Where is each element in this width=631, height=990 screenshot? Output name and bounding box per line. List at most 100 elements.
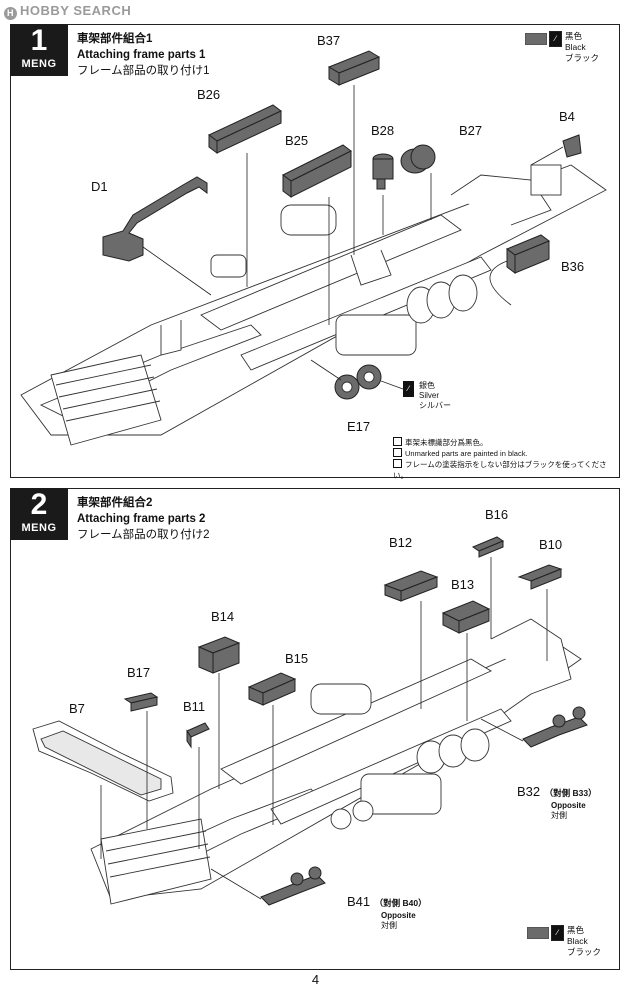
note-en: Unmarked parts are painted in black. <box>405 449 528 458</box>
part-b41-shape <box>260 866 326 906</box>
legend-en: Black <box>567 936 588 946</box>
chassis-frame-1 <box>20 164 607 446</box>
b32-opposite-en: Opposite <box>551 801 586 810</box>
b41-opposite-part: B40 <box>402 898 419 908</box>
step-1-number: 1 <box>30 24 48 57</box>
part-b15-shape <box>247 672 297 706</box>
b32-opposite-part: B33 <box>572 788 589 798</box>
part-e17-shape <box>334 364 382 400</box>
step-1-title-zh: 車架部件組合1 <box>77 33 153 45</box>
step-2-color-legend: ∕ 黑色 Black ブラック <box>527 925 617 961</box>
step-1-title: 車架部件組合1 Attaching frame parts 1 フレーム部品の取… <box>77 31 210 79</box>
step-2-number: 2 <box>30 488 48 521</box>
silver-zh: 銀色 <box>419 381 435 390</box>
note-zh: 車架未標識部分爲黑色。 <box>405 438 488 447</box>
b32-paren-open: （ <box>544 788 554 798</box>
part-b13-shape <box>441 600 491 634</box>
legend-zh: 黑色 <box>565 31 583 41</box>
step-2-brand-logo: MENG <box>21 522 57 534</box>
part-label-b11: B11 <box>183 699 206 714</box>
part-label-b13: B13 <box>451 577 475 592</box>
step-1-badge: 1 MENG <box>10 24 68 76</box>
part-b28-shape <box>372 153 394 190</box>
b32-opposite-zh: 對側 <box>553 788 571 798</box>
part-label-b32-group: B32 （對側 B33） Opposite 対側 <box>517 783 597 821</box>
part-b17-shape <box>123 692 159 712</box>
b32-paren-close: ） <box>588 788 597 798</box>
step-1-title-ja: フレーム部品の取り付け1 <box>77 65 210 77</box>
b41-opposite-ja: 対側 <box>381 921 397 930</box>
step-1-assembly-drawing <box>20 50 607 446</box>
part-b14-shape <box>197 636 241 674</box>
hobby-search-logo-icon: H <box>4 7 17 20</box>
watermark-text: HOBBY SEARCH <box>20 3 132 18</box>
part-b36-shape <box>505 234 551 274</box>
step-2-title: 車架部件組合2 Attaching frame parts 2 フレーム部品の取… <box>77 495 210 543</box>
part-label-b36: B36 <box>561 259 585 274</box>
legend-zh: 黑色 <box>567 925 585 935</box>
part-label-b37: B37 <box>317 33 341 48</box>
b41-opposite-en: Opposite <box>381 911 416 920</box>
note-ja: フレームの塗装指示をしない部分はブラックを使ってください。 <box>393 460 607 480</box>
part-label-b17: B17 <box>127 665 151 680</box>
step-2-title-en: Attaching frame parts 2 <box>77 513 206 525</box>
silver-en: Silver <box>419 391 440 400</box>
part-label-e17: E17 <box>347 419 371 434</box>
part-b27-shape <box>400 144 436 174</box>
part-b37-shape <box>327 50 381 86</box>
brush-icon: ∕ <box>403 381 414 397</box>
brush-icon: ∕ <box>549 31 562 47</box>
legend-ja: ブラック <box>565 53 600 63</box>
note-bullet-icon <box>393 459 402 468</box>
step-1-title-en: Attaching frame parts 1 <box>77 49 206 61</box>
note-bullet-icon <box>393 448 402 457</box>
part-b16-shape <box>471 536 505 558</box>
part-b26-shape <box>208 104 282 154</box>
part-b12-shape <box>383 570 439 602</box>
part-label-b28: B28 <box>371 123 395 138</box>
part-label-b10: B10 <box>539 537 563 552</box>
step-2-title-zh: 車架部件組合2 <box>77 497 153 509</box>
b32-opposite-ja: 対側 <box>551 811 567 820</box>
step-1-color-legend: ∕ 黑色 Black ブラック <box>525 31 615 67</box>
black-swatch <box>527 927 549 939</box>
part-label-b15: B15 <box>285 651 309 666</box>
step-1-paint-note: 車架未標識部分爲黑色。 Unmarked parts are painted i… <box>393 437 619 481</box>
part-label-b25: B25 <box>285 133 309 148</box>
part-label-b41: B41 <box>347 894 371 909</box>
b41-opposite-zh: 對側 <box>383 898 401 908</box>
part-b4-shape <box>562 134 582 158</box>
step-2-assembly-drawing <box>32 536 588 906</box>
part-b10-shape <box>517 564 563 590</box>
brush-icon: ∕ <box>551 925 564 941</box>
note-bullet-icon <box>393 437 402 446</box>
legend-ja: ブラック <box>567 947 602 957</box>
legend-en: Black <box>565 42 586 52</box>
part-label-b4: B4 <box>559 109 575 124</box>
part-label-b7: B7 <box>69 701 85 716</box>
black-swatch <box>525 33 547 45</box>
part-label-b26: B26 <box>197 87 221 102</box>
b41-paren-close: ） <box>418 898 427 908</box>
step-2-title-ja: フレーム部品の取り付け2 <box>77 529 210 541</box>
silver-ja: シルバー <box>419 401 451 410</box>
step-2-panel: 2 MENG 車架部件組合2 Attaching frame parts 2 フ… <box>10 488 620 970</box>
part-label-d1: D1 <box>91 179 108 194</box>
chassis-frame-2 <box>90 618 582 905</box>
step-1-panel: 1 MENG 車架部件組合1 Attaching frame parts 1 フ… <box>10 24 620 481</box>
part-b11-shape <box>186 722 210 749</box>
step-1-brand-logo: MENG <box>21 58 57 70</box>
b41-paren-open: （ <box>374 898 384 908</box>
part-label-b27: B27 <box>459 123 483 138</box>
part-label-b41-group: B41 （對側 B40） Opposite 対側 <box>347 893 427 931</box>
part-b7-shape <box>32 720 174 802</box>
part-label-b32: B32 <box>517 784 541 799</box>
part-label-b14: B14 <box>211 609 235 624</box>
part-d1-shape <box>102 176 208 262</box>
part-b25-shape <box>282 144 352 198</box>
part-label-b16: B16 <box>485 507 509 522</box>
part-label-b12: B12 <box>389 535 413 550</box>
part-b32-shape <box>522 706 588 748</box>
step-2-badge: 2 MENG <box>10 488 68 540</box>
